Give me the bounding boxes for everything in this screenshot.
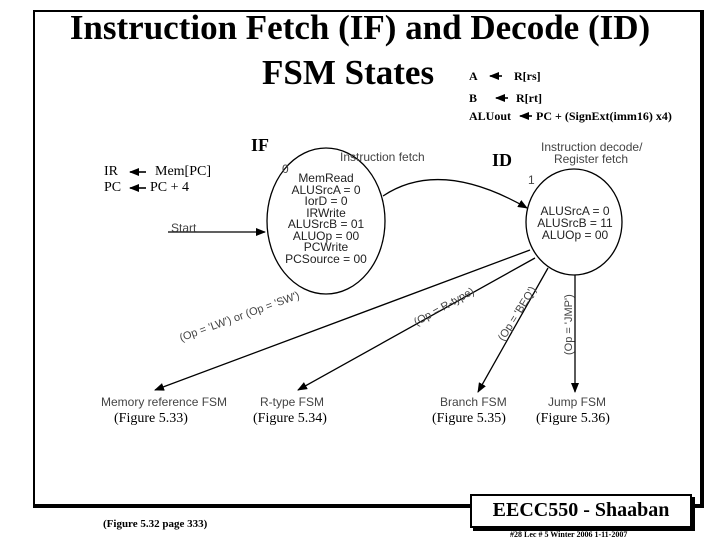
signal: ALUSrcB = 01 [287, 217, 365, 231]
slide-title: Instruction Fetch (IF) and Decode (ID) [69, 8, 651, 47]
if-label: IF [251, 135, 269, 155]
target-branch-figure: (Figure 5.35) [432, 411, 506, 426]
target-rtype-figure: (Figure 5.34) [253, 411, 327, 426]
left-arrows [129, 72, 532, 192]
if-pc-label: PC [104, 180, 122, 195]
state-1-name-line1: Instruction decode/ [541, 140, 643, 154]
signal: ALUOp = 00 [541, 228, 609, 242]
state-1-number: 1 [528, 173, 535, 187]
start-label: Start [171, 221, 197, 235]
signal: MemRead [298, 171, 354, 185]
signal: IRWrite [306, 205, 346, 220]
id-b-value: R[rt] [516, 91, 542, 105]
id-a-value: R[rs] [514, 69, 541, 83]
id-a-label: A [469, 69, 478, 83]
target-memory-figure: (Figure 5.33) [114, 411, 188, 426]
signal: ALUSrcB = 11 [537, 216, 613, 230]
signal: PCWrite [303, 240, 349, 254]
signal: ALUSrcA = 0 [540, 204, 610, 218]
target-memory-name: Memory reference FSM [101, 395, 228, 409]
state-0-circle [266, 147, 386, 295]
to-rtype-arrow [297, 257, 536, 391]
target-branch-name: Branch FSM [440, 395, 507, 409]
slide-subtitle: FSM States [262, 53, 435, 92]
condition-jmp: (Op = 'JMP') [563, 294, 575, 355]
signal: IorD = 0 [304, 194, 348, 208]
fetch-to-decode-arrow [382, 179, 528, 209]
id-aluout-value: PC + (SignExt(imm16) x4) [536, 109, 672, 123]
state-1-circle [525, 168, 623, 276]
id-b-label: B [469, 91, 478, 105]
state-0-signals: MemRead ALUSrcA = 0 IorD = 0 IRWrite ALU… [276, 171, 376, 266]
id-aluout-label: ALUout [469, 109, 512, 123]
state-1-name: Instruction decode/ Register fetch [541, 140, 643, 166]
course-badge: EECC550 - Shaaban [470, 494, 692, 528]
state-0-name: Instruction fetch [340, 150, 425, 164]
if-ir-label: IR [104, 164, 118, 179]
state-0-number: 0 [282, 162, 289, 176]
target-jump-figure: (Figure 5.36) [536, 411, 610, 426]
signal: ALUOp = 00 [292, 228, 360, 243]
figure-reference: (Figure 5.32 page 333) [103, 518, 208, 530]
if-pc-value: PC + 4 [150, 180, 190, 195]
to-branch-arrow [477, 267, 549, 393]
id-label: ID [492, 150, 513, 170]
lecture-info: #28 Lec # 5 Winter 2006 1-11-2007 [510, 530, 628, 539]
target-rtype-name: R-type FSM [260, 395, 325, 409]
slide-frame [33, 10, 704, 508]
signal: ALUSrcA = 0 [291, 182, 361, 197]
to-memory-arrow [154, 249, 531, 391]
state-1-signals: ALUSrcA = 0 ALUSrcB = 11 ALUOp = 00 [532, 205, 618, 241]
target-jump-name: Jump FSM [548, 395, 607, 409]
signal: PCSource = 00 [285, 251, 367, 266]
state-1-name-line2: Register fetch [553, 152, 629, 166]
if-ir-value: Mem[PC] [155, 164, 211, 179]
